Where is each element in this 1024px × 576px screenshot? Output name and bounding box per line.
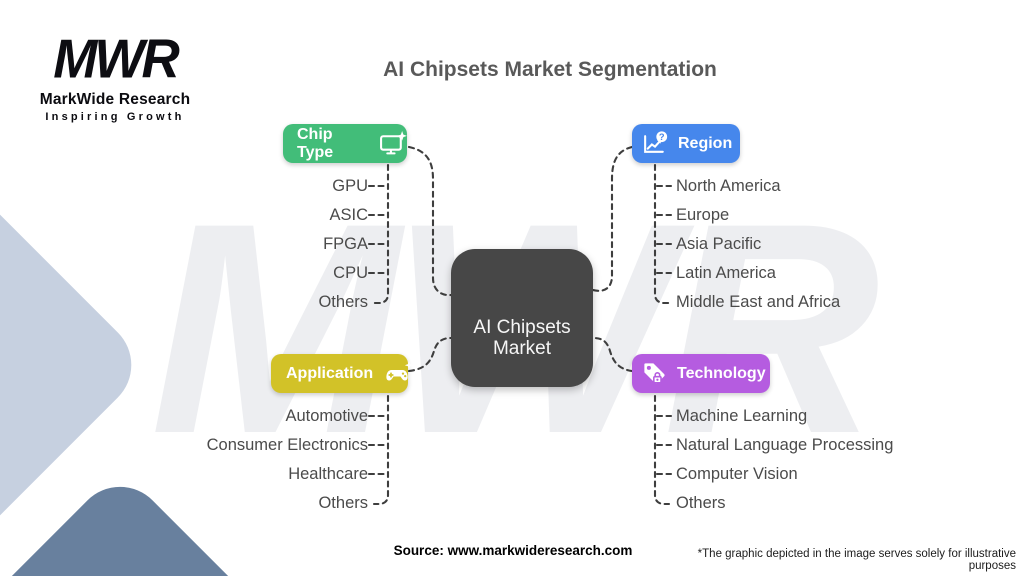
connector-chip-type-to-center bbox=[407, 145, 453, 297]
branch-label-region: Region bbox=[678, 134, 733, 152]
connector-region-spine bbox=[653, 163, 671, 305]
disclaimer-note: *The graphic depicted in the image serve… bbox=[697, 548, 1016, 572]
branch-label-application: Application bbox=[286, 364, 374, 382]
list-item-technology: Natural Language Processing bbox=[676, 435, 894, 454]
branch-button-technology[interactable]: Technology bbox=[632, 354, 770, 393]
branch-label-technology: Technology bbox=[677, 364, 766, 382]
connector-technology-spine bbox=[653, 394, 671, 506]
list-item-chip-type: CPU bbox=[333, 263, 368, 282]
connector-application-spine bbox=[372, 394, 390, 506]
list-item-application: Healthcare bbox=[288, 464, 368, 483]
svg-text:?: ? bbox=[659, 131, 665, 141]
connector-region-to-center bbox=[591, 145, 634, 292]
page-title: AI Chipsets Market Segmentation bbox=[383, 58, 717, 81]
brand-logo: MWR MarkWide Research Inspiring Growth bbox=[30, 28, 200, 123]
list-item-region: Middle East and Africa bbox=[676, 292, 841, 311]
tag-lock-icon bbox=[641, 360, 668, 387]
gamepad-sparkle-icon bbox=[382, 361, 414, 386]
branch-button-region[interactable]: ? Region bbox=[632, 124, 740, 163]
list-item-application: Automotive bbox=[285, 406, 368, 425]
logo-tagline: Inspiring Growth bbox=[45, 111, 185, 123]
list-item-technology: Computer Vision bbox=[676, 464, 798, 483]
branch-button-application[interactable]: Application bbox=[271, 354, 414, 393]
branch-label-chip-type: Chip Type bbox=[297, 125, 334, 161]
list-item-region: Asia Pacific bbox=[676, 234, 762, 253]
list-item-chip-type: Others bbox=[318, 292, 368, 311]
list-item-chip-type: GPU bbox=[332, 176, 368, 195]
list-item-region: Europe bbox=[676, 205, 730, 224]
list-item-technology: Others bbox=[676, 493, 726, 512]
list-item-technology: Machine Learning bbox=[676, 406, 808, 425]
connector-application-to-center bbox=[407, 336, 453, 373]
list-item-application: Consumer Electronics bbox=[206, 435, 368, 454]
list-item-chip-type: ASIC bbox=[329, 205, 368, 224]
center-node-label: AI Chipsets Market bbox=[473, 317, 571, 359]
chart-question-icon: ? bbox=[641, 130, 669, 157]
branch-button-chip-type[interactable]: Chip Type bbox=[283, 124, 407, 163]
logo-wordmark: MWR bbox=[53, 28, 179, 91]
list-item-region: North America bbox=[676, 176, 781, 195]
list-item-application: Others bbox=[318, 493, 368, 512]
list-item-region: Latin America bbox=[676, 263, 776, 282]
list-item-chip-type: FPGA bbox=[323, 234, 368, 253]
connector-technology-to-center bbox=[591, 336, 634, 373]
connector-chip-type-spine bbox=[372, 163, 390, 305]
logo-company-name: MarkWide Research bbox=[39, 91, 191, 108]
source-attribution: Source: www.markwideresearch.com bbox=[393, 543, 633, 558]
monitor-sparkle-icon bbox=[379, 131, 407, 156]
center-node[interactable]: AI Chipsets Market bbox=[451, 249, 593, 387]
